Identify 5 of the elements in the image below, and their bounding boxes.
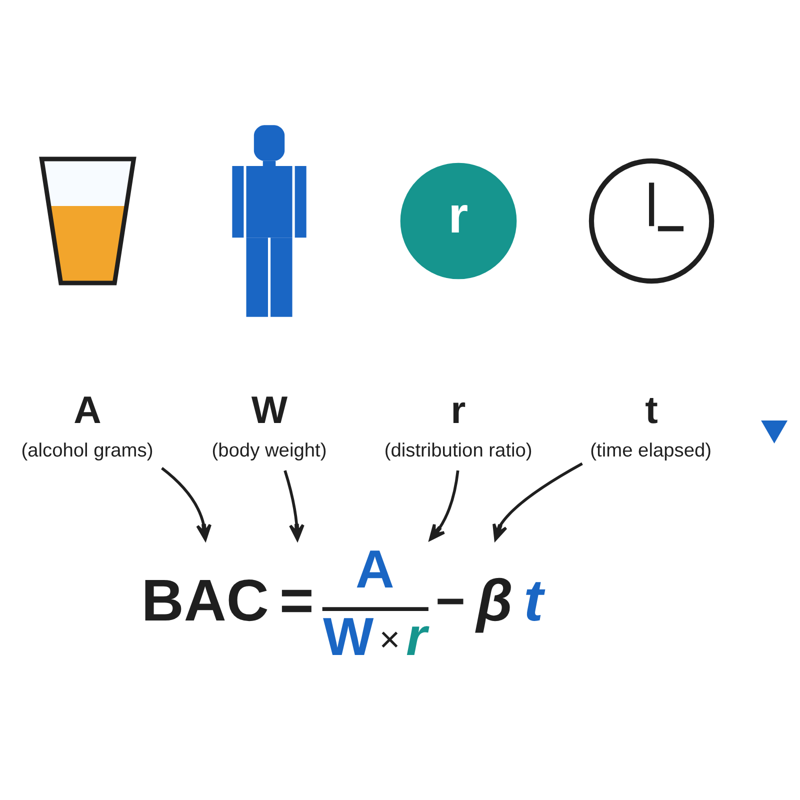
node-text: r (distribution ratio) [384, 389, 532, 462]
node-text: A (alcohol grams) [21, 389, 154, 462]
node-text: BAC = A − β t W×r [141, 539, 544, 668]
node-text: t (time elapsed) [590, 389, 712, 462]
node-text: W (body weight) [212, 389, 327, 462]
